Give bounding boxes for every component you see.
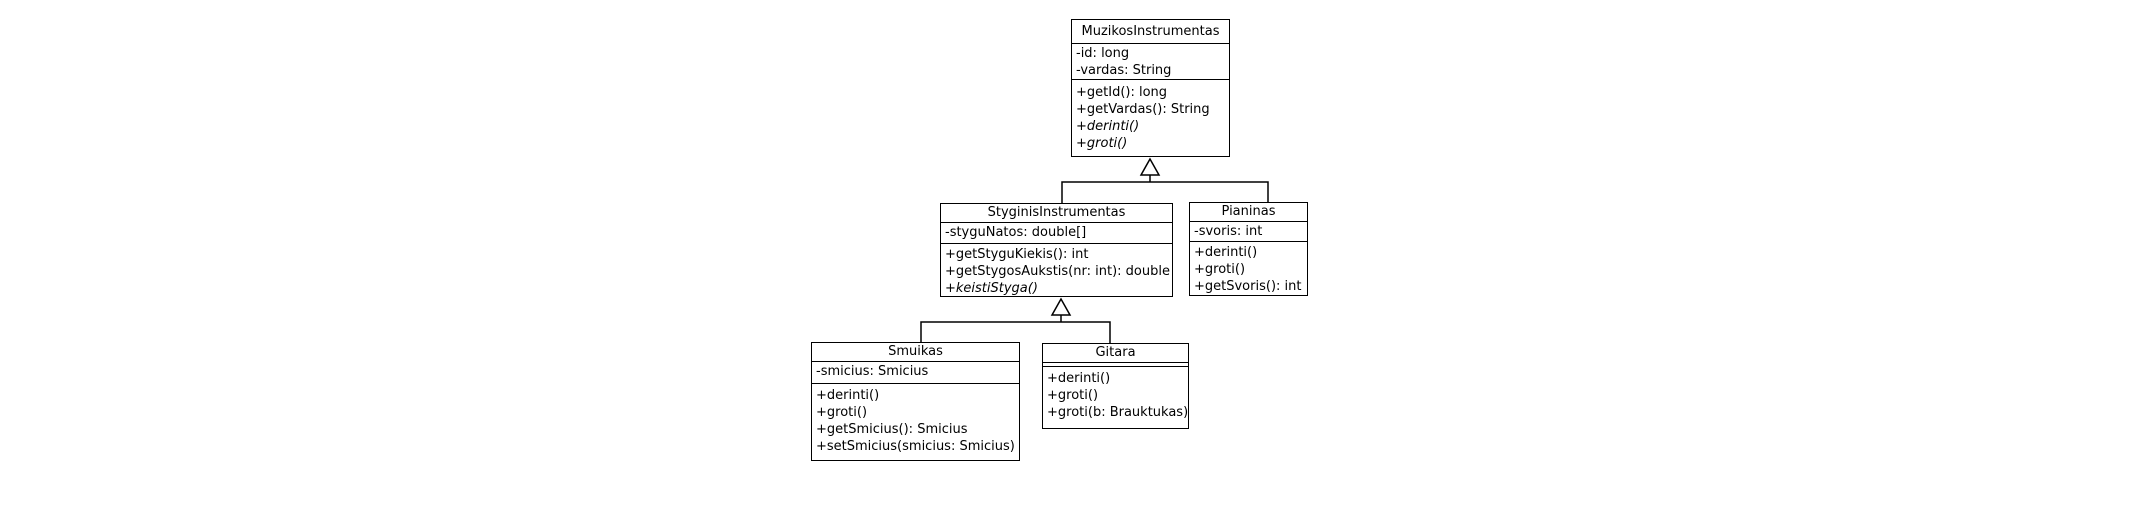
method: +groti() [1047, 388, 1099, 403]
method: +groti(b: Brauktukas) [1047, 405, 1189, 420]
attributes-compartment: -svoris: int [1190, 222, 1307, 242]
methods-compartment: +derinti() +groti() +getSvoris(): int [1190, 242, 1307, 295]
attributes-compartment: -smicius: Smicius [812, 362, 1019, 384]
generalization-styginis-connector [920, 315, 1111, 344]
method: +getStyguKiekis(): int [945, 247, 1089, 262]
class-name: Gitara [1043, 344, 1188, 363]
attributes-compartment: -id: long -vardas: String [1072, 44, 1229, 80]
class-name: Pianinas [1190, 203, 1307, 222]
attribute: -smicius: Smicius [816, 364, 929, 379]
class-box-gitara[interactable]: Gitara +derinti() +groti() +groti(b: Bra… [1042, 343, 1189, 429]
attribute: -svoris: int [1194, 224, 1263, 239]
attributes-compartment: -styguNatos: double[] [941, 223, 1172, 244]
method: +setSmicius(smicius: Smicius) [816, 439, 1015, 454]
method: +getVardas(): String [1076, 102, 1210, 117]
abstract-method: +keistiStyga() [945, 281, 1038, 296]
methods-compartment: +derinti() +groti() +getSmicius(): Smici… [812, 384, 1019, 460]
class-box-muzikosinstrumentas[interactable]: MuzikosInstrumentas -id: long -vardas: S… [1071, 19, 1230, 157]
abstract-method: +derinti() [1076, 119, 1140, 134]
class-name: Smuikas [812, 343, 1019, 362]
generalization-styginis-arrowhead-icon [1050, 297, 1072, 316]
methods-compartment: +getId(): long +getVardas(): String +der… [1072, 80, 1229, 156]
method: +derinti() [816, 388, 880, 403]
attribute: -styguNatos: double[] [945, 225, 1087, 240]
method: +groti() [1194, 262, 1246, 277]
attributes-compartment-empty [1043, 363, 1188, 367]
abstract-method: +groti() [1076, 136, 1128, 151]
method: +getSvoris(): int [1194, 279, 1302, 294]
method: +derinti() [1047, 371, 1111, 386]
method: +getSmicius(): Smicius [816, 422, 968, 437]
class-name: StyginisInstrumentas [941, 204, 1172, 223]
class-box-pianinas[interactable]: Pianinas -svoris: int +derinti() +groti(… [1189, 202, 1308, 296]
method: +getId(): long [1076, 85, 1168, 100]
generalization-muzikos-arrowhead-icon [1139, 157, 1161, 176]
method: +groti() [816, 405, 868, 420]
methods-compartment: +derinti() +groti() +groti(b: Brauktukas… [1043, 367, 1188, 428]
methods-compartment: +getStyguKiekis(): int +getStygosAukstis… [941, 244, 1172, 296]
class-box-smuikas[interactable]: Smuikas -smicius: Smicius +derinti() +gr… [811, 342, 1020, 461]
class-name: MuzikosInstrumentas [1072, 20, 1229, 44]
generalization-muzikos-connector [1061, 175, 1269, 204]
method: +derinti() [1194, 245, 1258, 260]
attribute: -id: long [1076, 46, 1130, 61]
method: +getStygosAukstis(nr: int): double [945, 264, 1170, 279]
attribute: -vardas: String [1076, 63, 1172, 78]
class-box-styginisinstrumentas[interactable]: StyginisInstrumentas -styguNatos: double… [940, 203, 1173, 297]
